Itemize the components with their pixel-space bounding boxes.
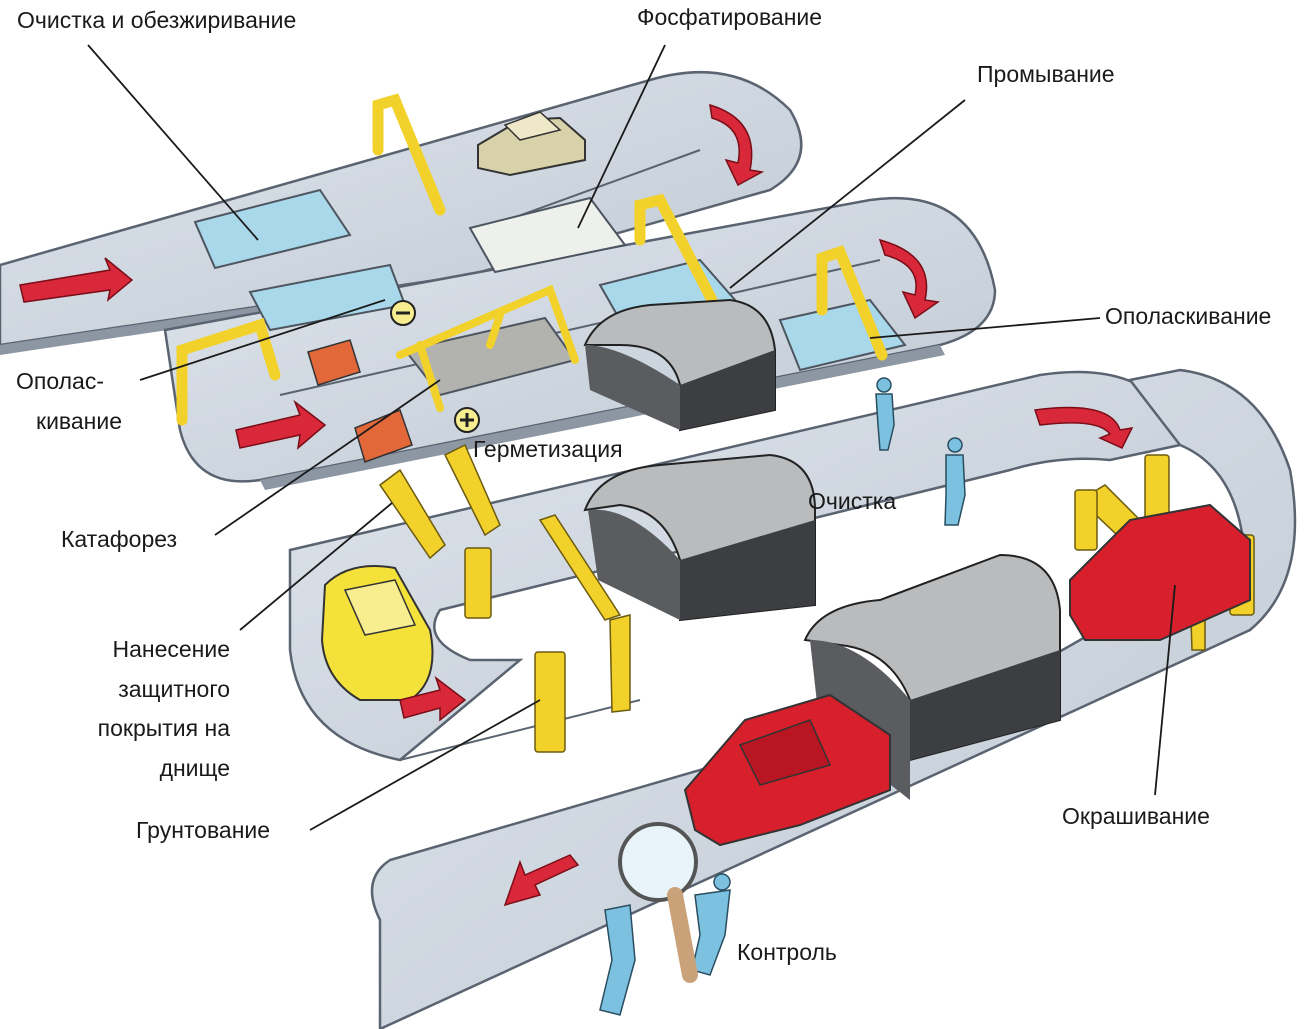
minus-icon [390,300,416,326]
rectifier-box-2 [354,409,413,463]
label-rinsing-left-line-1: Ополас- [16,368,105,394]
spray-frame-2 [634,193,718,306]
rectifier-box-1 [307,339,361,386]
label-rinsing-left: Ополас- кивание [16,362,131,441]
worker-inspection-1 [599,904,636,1016]
plus-icon [454,407,480,433]
tank-phosphating [468,196,627,274]
leader-lines [87,44,1176,831]
tunnel-1 [583,298,776,432]
label-washing: Промывание [977,61,1115,87]
label-cleaning-degreasing: Очистка и обезжиривание [17,7,297,33]
tank-rinse-right [778,298,907,372]
spray-frame-1 [372,93,446,216]
car-red-painting [1069,503,1251,641]
car-beige [477,111,586,177]
label-underbody-coating: Нанесение защитного покрытия на днище [40,630,230,788]
worker-cleaning-2 [944,437,966,526]
label-inspection: Контроль [737,939,837,965]
label-phosphating: Фосфатирование [637,4,823,30]
label-priming: Грунтование [136,817,271,843]
label-cataphoresis: Катафорез [61,526,178,552]
car-yellow [320,565,434,701]
label-underbody-line-1: Нанесение [112,636,230,662]
magnifier-icon [618,822,698,983]
car-red-front [683,693,891,847]
spray-frame-4 [176,318,281,426]
label-rinsing-right: Ополаскивание [1105,303,1272,329]
underbody-sprayers [378,443,631,753]
label-painting: Окрашивание [1062,803,1210,829]
arrow-icon [19,103,1134,907]
conveyor-lane-4 [370,368,1297,1029]
label-cleaning: Очистка [808,488,897,514]
tank-degreasing [193,188,352,270]
worker-cleaning-1 [875,377,895,451]
label-rinsing-left-line-2: кивание [36,407,123,434]
label-sealing: Герметизация [473,436,623,462]
crane-frame [396,284,579,412]
tunnel-2 [583,453,816,622]
spray-frame-3 [816,245,888,361]
label-underbody-line-2: защитного [118,675,230,702]
label-underbody-line-3: покрытия на [97,715,230,742]
label-underbody-line-4: днище [159,754,230,781]
worker-inspection-2 [691,873,731,976]
